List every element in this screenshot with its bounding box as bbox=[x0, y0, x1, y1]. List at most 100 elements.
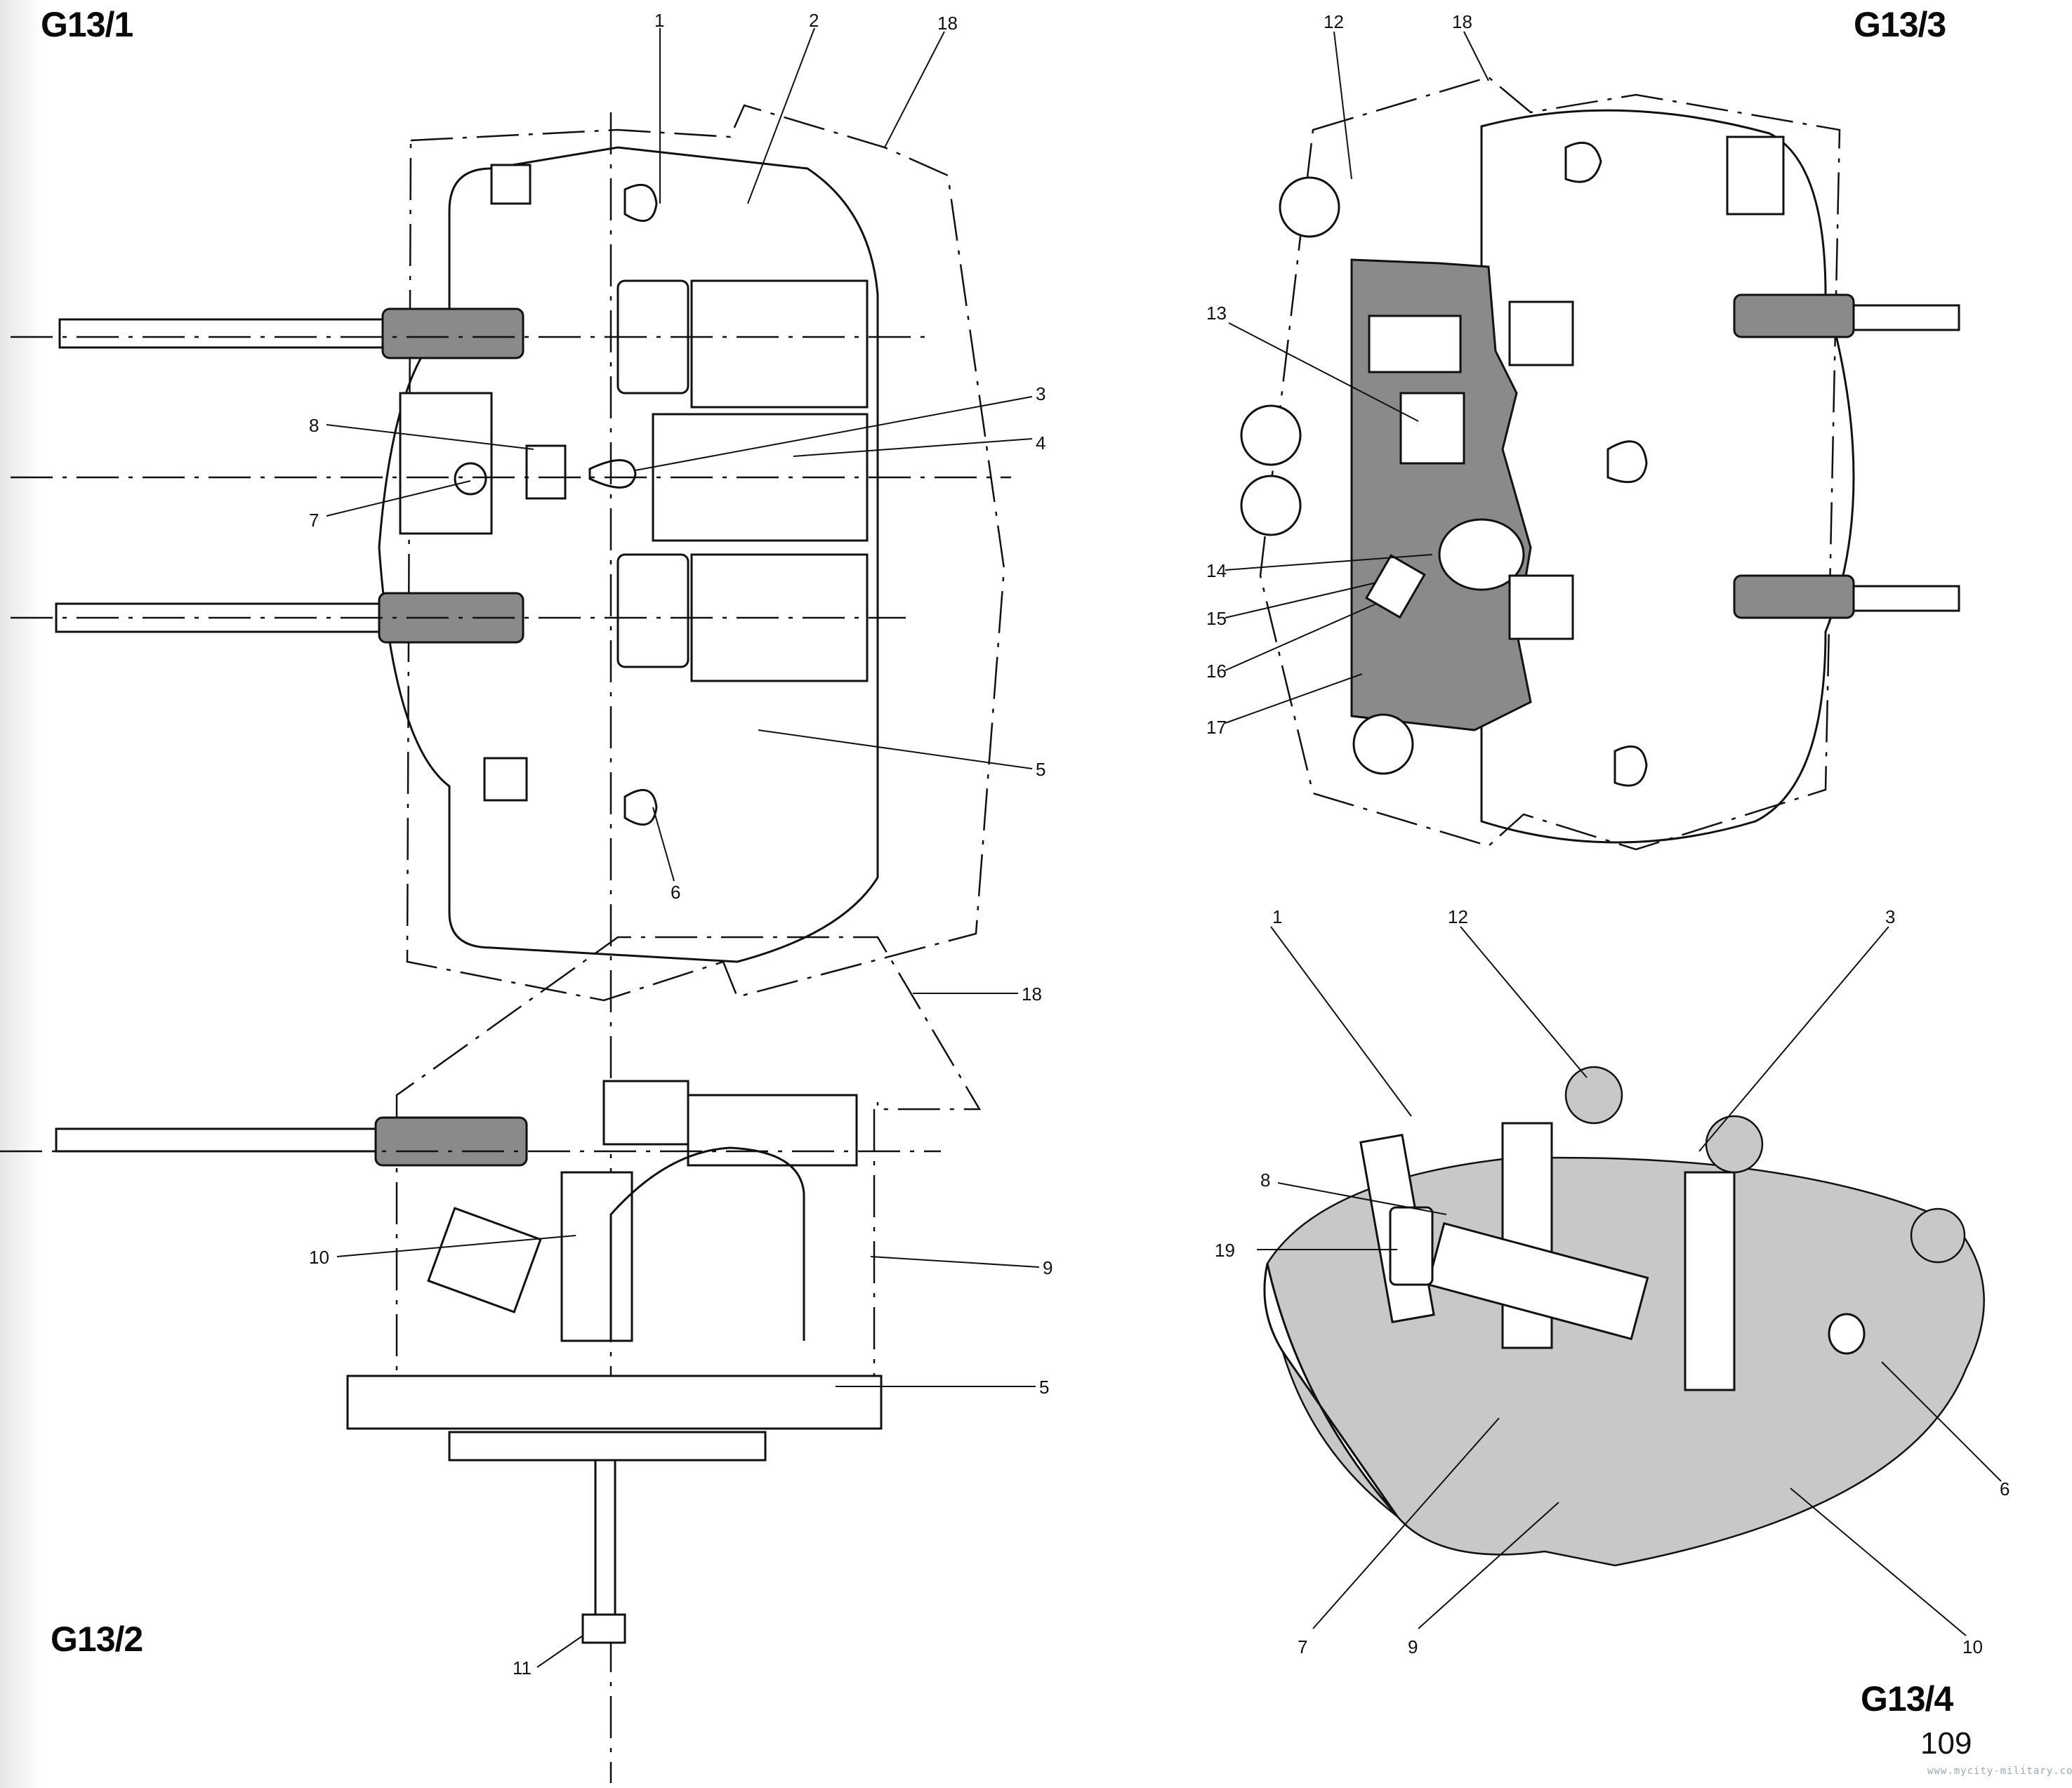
cross-girder bbox=[1426, 1221, 1649, 1341]
mechanism-13 bbox=[1399, 392, 1465, 465]
callout-10: 10 bbox=[309, 1247, 329, 1268]
leader-18 bbox=[884, 31, 945, 148]
magazine bbox=[687, 1094, 858, 1167]
leader-12 bbox=[1460, 926, 1588, 1078]
callout-12: 12 bbox=[1324, 11, 1344, 32]
leader-8 bbox=[1277, 1182, 1447, 1215]
seat-top bbox=[1564, 141, 1602, 183]
callout-11: 11 bbox=[513, 1657, 532, 1678]
callout-5: 5 bbox=[1039, 1377, 1049, 1398]
figure-g13-1-plan-view: 1 2 18 3 4 8 7 5 6 bbox=[11, 10, 1045, 1783]
drum-left-1 bbox=[1240, 404, 1302, 466]
callout-8: 8 bbox=[309, 415, 319, 436]
recoil-spring-lower bbox=[1733, 574, 1855, 619]
callout-18: 18 bbox=[937, 13, 958, 34]
barrel bbox=[55, 1127, 388, 1153]
callout-1: 1 bbox=[1272, 906, 1282, 927]
figure-g13-4-isometric-view: 1 12 3 8 19 6 7 9 10 bbox=[1215, 906, 2010, 1657]
drum-left-2 bbox=[1240, 475, 1302, 536]
leader-1 bbox=[1270, 926, 1412, 1117]
barrel-upper bbox=[58, 318, 398, 349]
leader-3 bbox=[635, 396, 1033, 471]
sight-head bbox=[454, 462, 487, 496]
race-ring bbox=[448, 1431, 767, 1462]
figure-label-g13-3: G13/3 bbox=[1854, 5, 1946, 44]
hatch-top bbox=[490, 164, 532, 205]
leader-17 bbox=[1225, 673, 1363, 724]
guard-rail bbox=[609, 1146, 805, 1341]
breech-lower bbox=[1508, 574, 1574, 640]
callout-18: 18 bbox=[1452, 11, 1472, 32]
leader-13 bbox=[1228, 322, 1419, 422]
callout-7: 7 bbox=[1298, 1636, 1307, 1657]
breech-upper bbox=[1508, 300, 1574, 366]
page-number: 109 bbox=[1920, 1726, 1972, 1761]
turret-outline bbox=[1480, 109, 1855, 844]
leader-2 bbox=[747, 27, 815, 204]
leader-11 bbox=[536, 1635, 583, 1668]
callout-7: 7 bbox=[309, 510, 319, 531]
figure-label-g13-1: G13/1 bbox=[41, 5, 133, 44]
drum-12 bbox=[1279, 176, 1340, 238]
magazine-upper bbox=[690, 279, 869, 409]
leader-18 bbox=[1463, 31, 1489, 81]
leader-6 bbox=[1881, 1361, 2002, 1482]
drum-14 bbox=[1438, 518, 1525, 591]
callout-9: 9 bbox=[1408, 1636, 1418, 1657]
recoil-spring bbox=[374, 1116, 528, 1167]
seat-6 bbox=[1828, 1313, 1866, 1355]
leader-9 bbox=[1418, 1502, 1559, 1629]
leader-4 bbox=[793, 438, 1033, 457]
callout-1: 1 bbox=[654, 10, 664, 31]
leader-16 bbox=[1225, 603, 1377, 671]
shield-outline bbox=[406, 104, 1005, 1002]
shield-profile bbox=[395, 936, 982, 1116]
leader-6 bbox=[652, 807, 675, 882]
seat-bottom bbox=[623, 789, 658, 826]
barrel-lower bbox=[1852, 585, 1960, 612]
recoil-spring-upper bbox=[381, 307, 524, 359]
deck-edge bbox=[1263, 1263, 1399, 1517]
handwheel-box bbox=[427, 1207, 542, 1313]
figure-label-g13-2: G13/2 bbox=[51, 1620, 143, 1659]
watermark: www.mycity-military.com bbox=[1927, 1766, 2072, 1777]
drum-right bbox=[1910, 1207, 1966, 1264]
callout-8: 8 bbox=[1260, 1170, 1270, 1191]
callout-13: 13 bbox=[1206, 303, 1227, 324]
figure-g13-2-side-view: 18 10 9 5 11 bbox=[0, 936, 1053, 1678]
callout-18: 18 bbox=[1022, 984, 1042, 1005]
callout-6: 6 bbox=[2000, 1478, 2010, 1499]
seat-center bbox=[588, 459, 637, 489]
callout-14: 14 bbox=[1206, 560, 1227, 581]
figure-g13-3-plan-section: 12 18 13 14 15 16 17 bbox=[1206, 11, 1960, 851]
leader-7 bbox=[326, 480, 471, 517]
callout-15: 15 bbox=[1206, 608, 1227, 629]
figure-label-g13-4: G13/4 bbox=[1861, 1679, 1953, 1719]
recoil-spring-upper bbox=[1733, 293, 1855, 338]
breech-housing bbox=[602, 1080, 689, 1146]
leader-8 bbox=[326, 424, 534, 450]
leader-3 bbox=[1698, 926, 1889, 1152]
operator-station bbox=[399, 392, 493, 535]
column-right bbox=[1684, 1171, 1736, 1391]
leader-5 bbox=[758, 729, 1033, 769]
drive-shaft bbox=[594, 1459, 616, 1630]
part-15 bbox=[1365, 554, 1426, 619]
gearbox-11 bbox=[581, 1613, 626, 1644]
leader-12 bbox=[1333, 31, 1352, 180]
base-ring bbox=[346, 1375, 883, 1430]
callout-9: 9 bbox=[1043, 1257, 1053, 1278]
control-box bbox=[525, 444, 567, 500]
callout-10: 10 bbox=[1962, 1636, 1983, 1657]
callout-16: 16 bbox=[1206, 661, 1227, 682]
page-edge-shade bbox=[0, 0, 42, 1788]
callout-17: 17 bbox=[1206, 717, 1227, 738]
pedestal-10 bbox=[560, 1171, 633, 1342]
callout-3: 3 bbox=[1036, 383, 1045, 404]
leader-10 bbox=[1790, 1488, 1967, 1636]
seat-center bbox=[1606, 440, 1648, 484]
callout-12: 12 bbox=[1448, 906, 1468, 927]
shield-outline bbox=[1259, 76, 1841, 851]
gear-box bbox=[1726, 135, 1785, 216]
